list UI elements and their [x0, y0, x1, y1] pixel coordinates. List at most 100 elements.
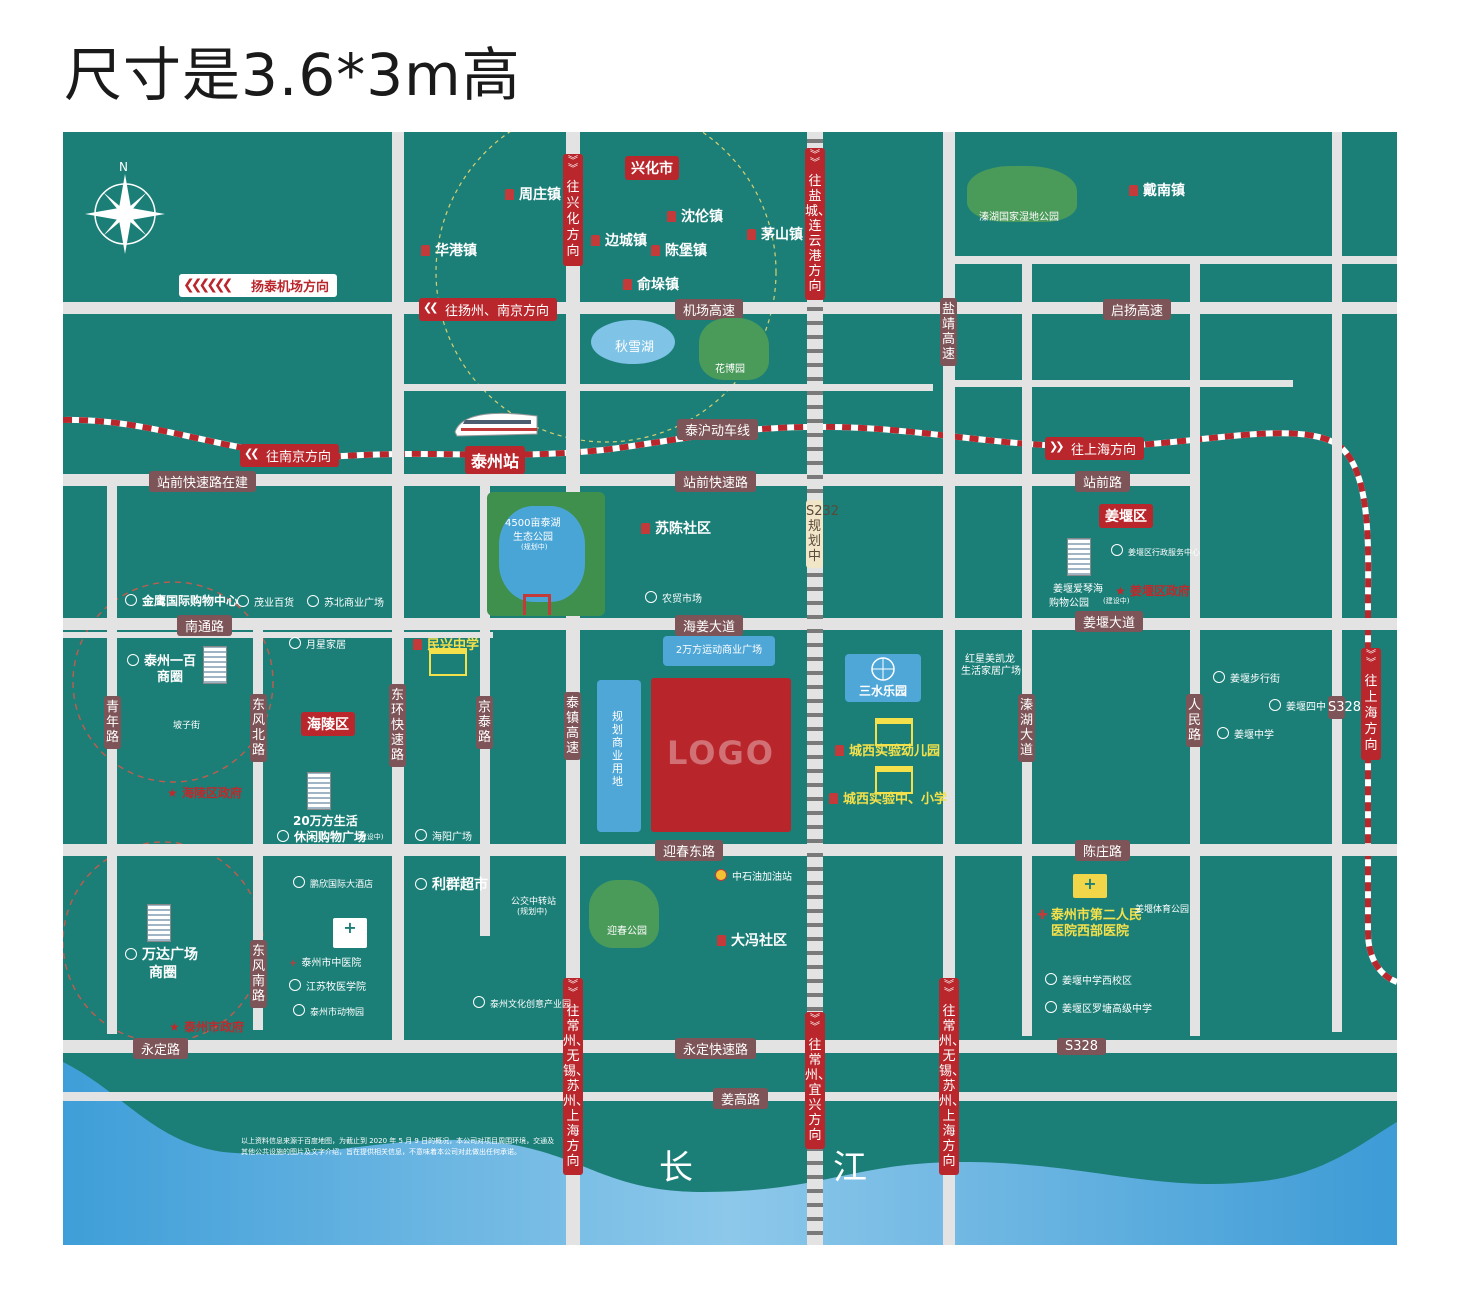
label-haijiang: 海姜大道: [675, 615, 744, 636]
mall-icon-aiqinhai: [1067, 538, 1091, 576]
poi-taihu-1: 4500亩泰湖: [505, 518, 561, 529]
poi-yingchun-park: 迎春公园: [607, 926, 647, 937]
district-xinghua: 兴化市: [625, 156, 679, 180]
train-icon: [454, 412, 538, 437]
location-map: N 机场高速 启扬高速 泰沪动车线 站前快速路在建 站前快速路 站前路 南通路 …: [63, 132, 1397, 1245]
label-qiyang-expressway: 启扬高速: [1103, 299, 1172, 320]
direction-changzhou-2: ︾︾往常州、宜兴方向: [805, 1012, 831, 1149]
poi-life-plaza-3: (建设中): [357, 833, 384, 841]
label-zhanqian-east: 站前路: [1075, 471, 1131, 492]
poi-jyzx: 姜堰中学: [1217, 726, 1274, 741]
poi-jy-luotang: 姜堰区罗塘高级中学: [1045, 1000, 1152, 1015]
district-hailing: 海陵区: [301, 712, 355, 736]
poi-chenbao: 陈堡镇: [651, 240, 707, 260]
poi-dafeng: 大冯社区: [717, 930, 787, 950]
label-yingchun: 迎春东路: [655, 840, 724, 861]
road-mid-north-east: [953, 380, 1293, 387]
road-qingnian: [107, 474, 117, 1034]
mall-icon-wanda: [147, 904, 171, 942]
poi-tcm: +泰州市中医院: [289, 958, 362, 969]
road-north-secondary: [953, 256, 1397, 264]
label-s328-vertical: S328: [1328, 696, 1361, 719]
label-chenzhuang: 陈庄路: [1075, 840, 1131, 861]
poi-subei: 苏北商业广场: [307, 594, 384, 609]
district-jiangyan: 姜堰区: [1099, 504, 1153, 528]
poi-culture: 泰州文化创意产业园: [473, 996, 571, 1010]
label-dongfeng-north: 东风北路: [250, 694, 267, 762]
poi-jy-west: 姜堰中学西校区: [1045, 972, 1132, 987]
river-char-chang: 长: [659, 1148, 693, 1188]
poi-taizhou-yibai-1: 泰州一百: [127, 650, 196, 669]
poi-huabo: 花博园: [715, 364, 745, 375]
poi-haiyang: 海阳广场: [415, 828, 472, 843]
poi-taihu-3: (规划中): [521, 543, 548, 551]
poi-pengxin: 鹏欣国际大酒店: [293, 876, 373, 890]
poi-life-plaza-1: 20万方生活: [293, 814, 358, 828]
poi-aiqinhai-3: (建设中): [1103, 597, 1130, 605]
poi-aiqinhai-1: 姜堰爱琴海: [1053, 584, 1103, 595]
direction-changzhou-3: ︾︾往常州、无锡、苏州、上海方向: [939, 978, 965, 1175]
road-taizhen: [566, 132, 580, 1245]
poi-herd: 江苏牧医学院: [289, 978, 366, 993]
label-jianggao: 姜高路: [713, 1088, 769, 1109]
poi-wanda-1: 万达广场: [125, 944, 198, 964]
sanshui-park: 三水乐园: [845, 654, 921, 702]
label-qingnian: 青年路: [104, 696, 121, 749]
mall-icon-yibai: [203, 646, 227, 684]
label-renmin: 人民路: [1186, 694, 1203, 747]
qiuxue-lake: [591, 320, 675, 364]
poi-suchen: 苏陈社区: [641, 518, 711, 538]
poi-bus-2: (规划中): [517, 907, 548, 916]
planned-commercial-land: 规划商业用地: [597, 680, 641, 832]
poi-minxing: 民兴中学: [413, 634, 479, 653]
poi-jy4: 姜堰四中: [1269, 698, 1326, 713]
yingchun-park: [589, 880, 659, 948]
poi-hongxing-1: 红星美凯龙: [965, 654, 1015, 665]
road-yanjing: [943, 132, 955, 1245]
road-zhanqian: [63, 474, 1193, 486]
road-local-west: [63, 632, 493, 638]
poi-maoshan: 茅山镇: [747, 224, 803, 244]
poi-wanda-2: 商圈: [149, 965, 177, 981]
direction-nanjing: ❮❮往南京方向: [240, 444, 340, 467]
logo-text: LOGO: [667, 734, 775, 772]
direction-yancheng: ︾︾往盐城、连云港方向: [805, 148, 831, 300]
map-background: [63, 132, 1397, 1245]
poi-qinhu-wetland: 溱湖国家湿地公园: [979, 212, 1059, 223]
hospital-icon-tcm: +: [333, 918, 367, 948]
direction-changzhou-1: ︾︾往常州、无锡、苏州、上海方向: [563, 978, 589, 1175]
school-icon-kindergarten: [875, 718, 913, 746]
page-heading: 尺寸是3.6*3m高: [64, 41, 521, 109]
poi-pozijie: 坡子街: [173, 721, 201, 731]
road-s328-vertical: [1332, 132, 1342, 1032]
school-icon-school: [875, 766, 913, 794]
poi-walkstreet: 姜堰步行街: [1213, 670, 1280, 685]
poi-yuexing: 月星家居: [289, 636, 346, 651]
label-taizhen: 泰镇高速: [564, 692, 581, 760]
poi-nongmao: 农贸市场: [645, 590, 702, 605]
torii-icon: [523, 594, 551, 615]
road-donghuan: [392, 132, 404, 1044]
disclaimer: 以上资料信息来源于百度地图，为截止到 2020 年 5 月 9 日的概况，本公司…: [241, 1137, 555, 1156]
poi-hongxing-2: 生活家居广场: [961, 666, 1021, 677]
direction-yangtai-airport: ❮❮❮❮❮❮扬泰机场方向: [179, 274, 338, 297]
compass-rose: [85, 174, 165, 254]
poi-taizhou-yibai-2: 商圈: [157, 670, 184, 685]
direction-xinghua: ︾︾往兴化方向: [563, 154, 583, 266]
compass-north-label: N: [119, 160, 128, 174]
poi-huagang: 华港镇: [421, 240, 477, 260]
poi-yuduo: 俞垛镇: [623, 274, 679, 294]
label-s328-horizontal: S328: [1057, 1038, 1107, 1055]
road-mid-north: [403, 384, 933, 391]
poi-taihu-2: 生态公园: [513, 532, 553, 543]
label-qinhu: 溱湖大道: [1018, 694, 1035, 762]
poi-sinopec: 中石油加油站: [715, 868, 792, 883]
poi-zoo: 泰州市动物园: [293, 1004, 364, 1018]
direction-shanghai: ❯❯往上海方向: [1045, 437, 1145, 460]
label-yanjing: 盐靖高速: [940, 298, 957, 366]
label-dongfeng-south: 东风南路: [250, 940, 267, 1008]
road-s232: [807, 132, 823, 1245]
poi-aiqinhai-2: 购物公园: [1049, 598, 1089, 609]
road-qinhu: [1022, 256, 1032, 1036]
poi-jiangyan-gov: ★ 姜堰区政府: [1115, 584, 1190, 598]
